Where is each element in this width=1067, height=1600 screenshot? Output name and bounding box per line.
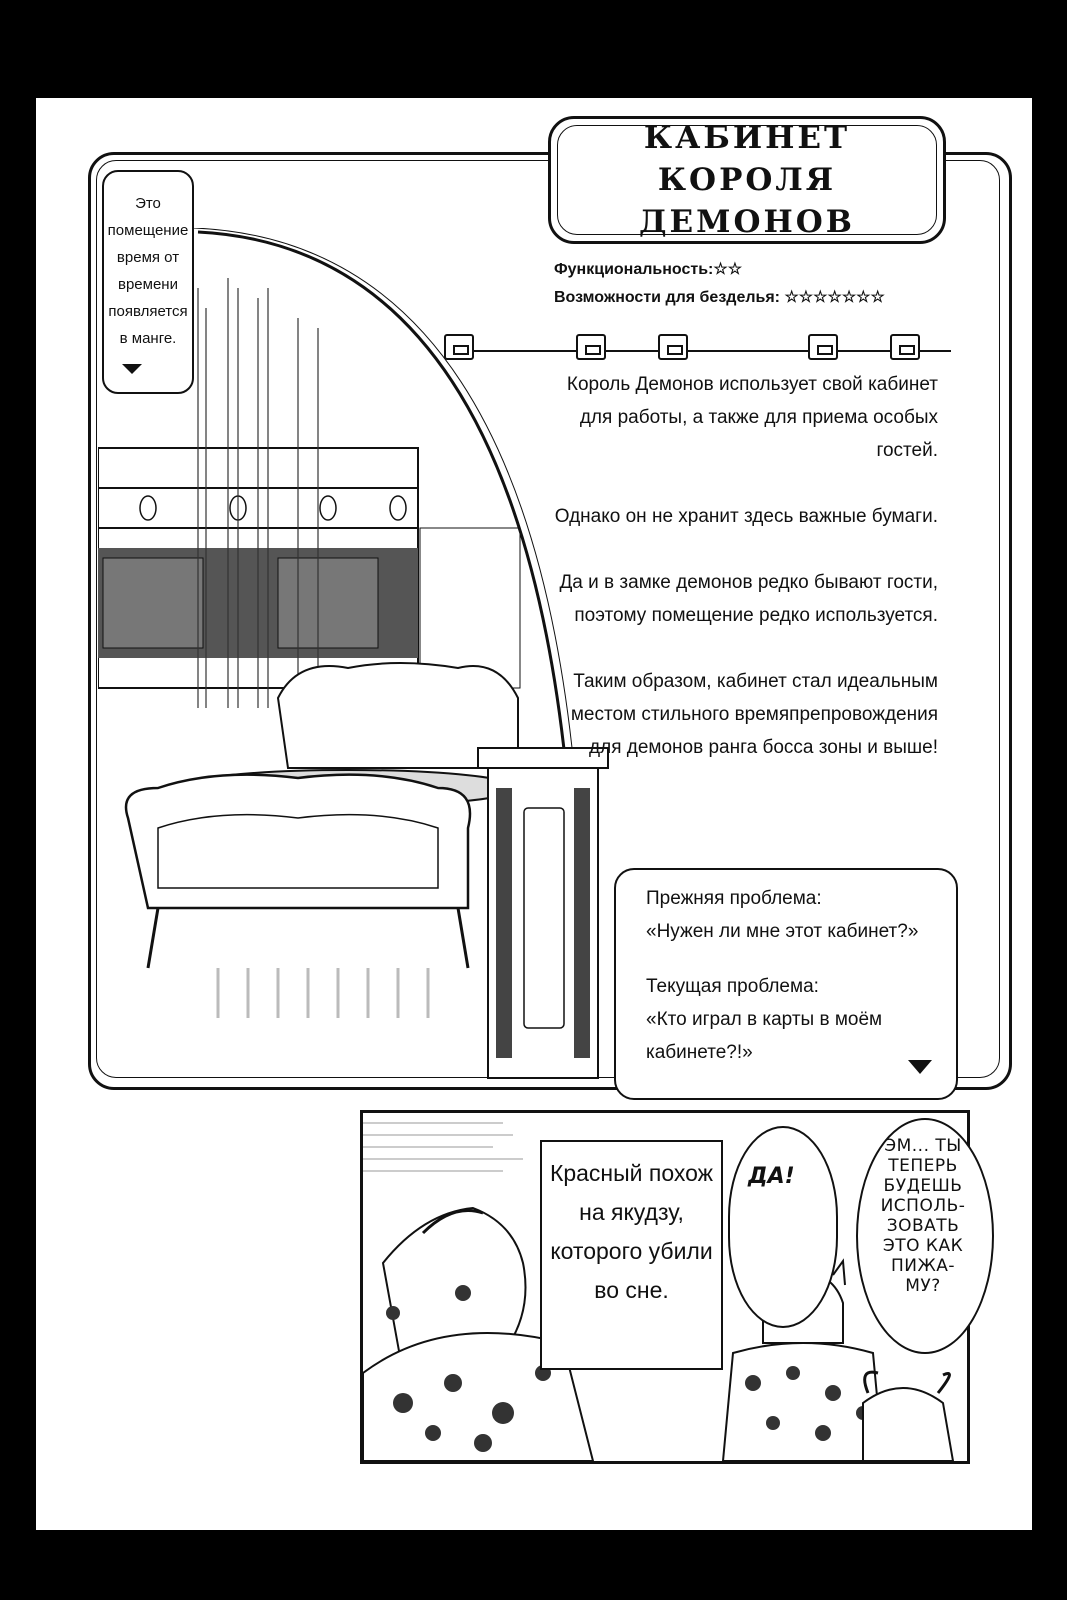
description-paragraph: Да и в замке демонов редко бывают гости,…: [559, 572, 938, 626]
past-problem: Прежняя проблема: «Нужен ли мне этот каб…: [646, 882, 956, 948]
speech-bubble-em: [856, 1118, 994, 1354]
current-problem: Текущая проблема: «Кто играл в карты в м…: [646, 970, 916, 1069]
narration-box: Красный похож на якудзу, которого убили …: [540, 1140, 723, 1370]
speech-em-text: ЭМ... ТЫ ТЕПЕРЬ БУДЕШЬ ИСПОЛЬ- ЗОВАТЬ ЭТ…: [864, 1136, 982, 1296]
rail-notch-icon: [890, 334, 920, 360]
functionality-label: Функциональность:: [554, 261, 714, 278]
speech-em-line: ТЕПЕРЬ: [888, 1156, 958, 1176]
title-box-inner: Кабинет короля демонов: [557, 120, 937, 240]
speech-da-text: ДА!: [748, 1164, 795, 1189]
speech-em-line: ИСПОЛЬ-: [880, 1196, 966, 1216]
description-paragraph: Однако он не хранит здесь важные бумаги.: [554, 506, 938, 527]
triangle-down-icon: [908, 1060, 932, 1074]
room-stats: Функциональность:☆☆ Возможности для безд…: [554, 256, 885, 312]
rail-notch-icon: [658, 334, 688, 360]
speech-em-line: ПИЖА-: [890, 1256, 956, 1276]
side-note-line: время от: [116, 249, 180, 266]
page-title: Кабинет короля демонов: [638, 120, 855, 240]
idleness-rating: Возможности для безделья: ☆☆☆☆☆☆☆: [554, 284, 885, 312]
rail-notch-icon: [444, 334, 474, 360]
rail-notch-icon: [576, 334, 606, 360]
side-note-line: помещение: [107, 222, 189, 239]
past-problem-label: Прежняя проблема:: [646, 888, 822, 909]
side-note-line: Это: [135, 195, 161, 212]
idleness-stars: ☆☆☆☆☆☆☆: [784, 289, 885, 306]
past-problem-quote: «Нужен ли мне этот кабинет?»: [646, 921, 919, 942]
manga-page: Кабинет короля демонов Функциональность:…: [36, 98, 1032, 1530]
description-paragraph: Король Демонов использует свой кабинет д…: [566, 374, 938, 461]
speech-em-line: ЭМ... ТЫ: [884, 1136, 962, 1156]
description-paragraph: Таким образом, кабинет стал идеальным ме…: [570, 671, 938, 758]
divider-rail: [446, 350, 951, 352]
speech-em-line: МУ?: [905, 1276, 941, 1296]
side-note-box: Это помещение время от времени появляетс…: [102, 170, 194, 394]
functionality-rating: Функциональность:☆☆: [554, 256, 885, 284]
problems-box: Прежняя проблема: «Нужен ли мне этот каб…: [614, 868, 958, 1100]
study-room-illustration: [98, 228, 609, 1079]
current-problem-label: Текущая проблема:: [646, 976, 819, 997]
speech-em-line: ЗОВАТЬ: [886, 1216, 960, 1236]
rail-notch-icon: [808, 334, 838, 360]
speech-em-line: БУДЕШЬ: [883, 1176, 963, 1196]
speech-bubble-da: [728, 1126, 838, 1328]
side-note-line: появляется: [108, 303, 188, 320]
side-note-line: времени: [118, 276, 178, 293]
speech-em-line: ЭТО КАК: [882, 1236, 964, 1256]
side-note-line: в манге.: [119, 330, 177, 347]
title-box: Кабинет короля демонов: [548, 116, 946, 244]
room-description: Король Демонов использует свой кабинет д…: [538, 368, 938, 797]
current-problem-quote: «Кто играл в карты в моём кабинете?!»: [646, 1009, 883, 1063]
functionality-stars: ☆☆: [713, 261, 743, 278]
idleness-label: Возможности для безделья:: [554, 289, 780, 306]
triangle-down-icon: [122, 364, 142, 374]
